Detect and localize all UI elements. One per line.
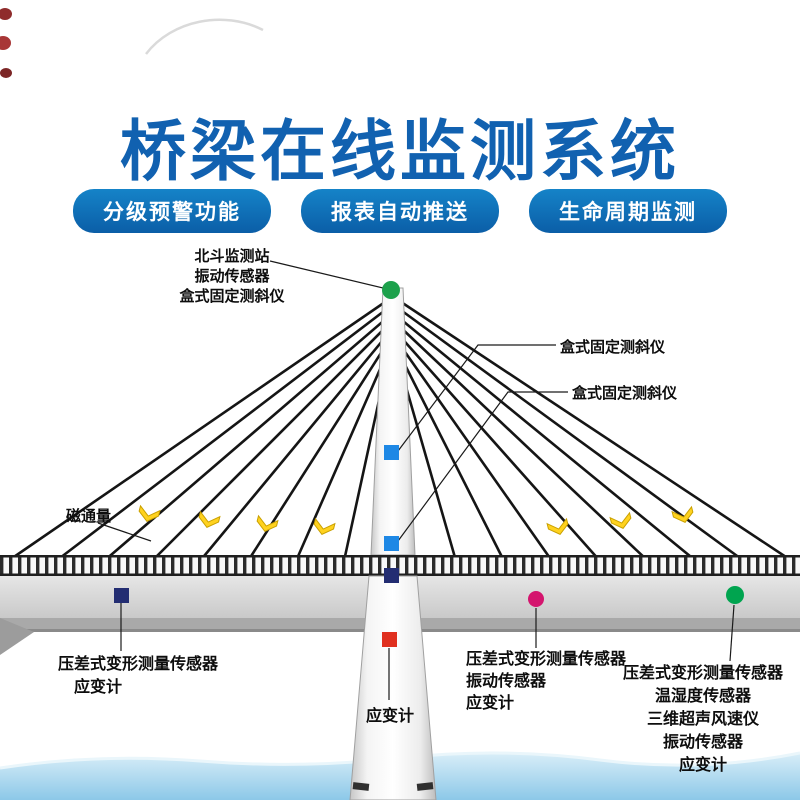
label-line: 应变计 <box>74 679 123 696</box>
badge-lifecycle-monitor: 生命周期监测 <box>529 189 727 233</box>
deck-far-right-sensor-marker <box>726 586 744 604</box>
badge-report-push: 报表自动推送 <box>301 189 499 233</box>
label-line: 压差式变形测量传感器 <box>622 665 783 682</box>
beidou-station-marker <box>382 281 400 299</box>
callout-lines <box>97 260 735 700</box>
label-deck-mid-right: 压差式变形测量传感器 振动传感器 应变计 <box>466 649 626 715</box>
stay-cables-right <box>396 298 793 563</box>
deck-left-sensor-marker <box>114 588 129 603</box>
label-line: 盒式固定测斜仪 <box>179 288 285 305</box>
label-line: 振动传感器 <box>662 734 743 751</box>
stay-cables-left <box>7 298 390 563</box>
label-pylon-bottom: 应变计 <box>365 708 414 725</box>
label-magnetic-flux: 磁通量 <box>66 508 112 525</box>
deck-mid-right-sensor-marker <box>528 591 544 607</box>
strain-gauge-marker <box>382 632 397 647</box>
label-line: 温湿度传感器 <box>654 688 751 705</box>
label-line: 压差式变形测量传感器 <box>58 656 219 673</box>
page-title: 桥梁在线监测系统 <box>120 114 680 188</box>
inclinometer-lower-marker <box>384 536 399 551</box>
label-deck-left: 压差式变形测量传感器 应变计 <box>58 653 218 699</box>
label-tower-top: 北斗监测站 振动传感器 盒式固定测斜仪 <box>146 247 318 307</box>
feature-badges: 分级预警功能 报表自动推送 生命周期监测 <box>0 189 800 233</box>
label-line: 振动传感器 <box>466 673 547 690</box>
label-line: 振动传感器 <box>194 268 270 285</box>
corner-decoration <box>0 8 264 78</box>
magnetic-flux-arrows <box>136 505 696 538</box>
label-deck-far-right: 压差式变形测量传感器 温湿度传感器 三维超声风速仪 振动传感器 应变计 <box>612 662 794 777</box>
label-inclinometer-lower: 盒式固定测斜仪 <box>572 385 678 402</box>
label-line: 应变计 <box>678 757 727 774</box>
label-line: 北斗监测站 <box>194 248 270 265</box>
label-line: 应变计 <box>466 695 515 712</box>
pylon-sensor-marker <box>384 568 399 583</box>
label-line: 压差式变形测量传感器 <box>466 651 627 668</box>
label-inclinometer-upper: 盒式固定测斜仪 <box>560 339 666 356</box>
pylon-lower <box>349 575 437 800</box>
label-line: 三维超声风速仪 <box>646 711 759 728</box>
pylon-upper <box>370 287 416 556</box>
badge-grading-warning: 分级预警功能 <box>73 189 271 233</box>
inclinometer-upper-marker <box>384 445 399 460</box>
